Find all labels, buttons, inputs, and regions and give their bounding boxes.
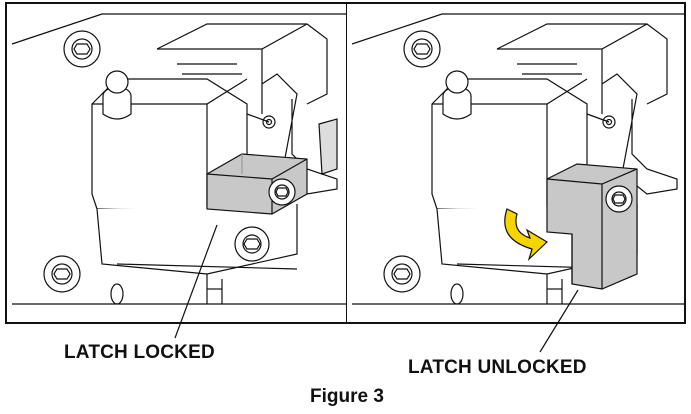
latch-block-unlocked (546, 163, 638, 290)
panel-latch-unlocked (347, 4, 684, 322)
label-latch-locked: LATCH LOCKED (64, 342, 215, 363)
figure-frame (5, 2, 686, 324)
panel-latch-locked (7, 4, 347, 322)
latch-unlocked-illustration (351, 13, 684, 305)
latch-block-locked (206, 153, 308, 215)
curved-rotation-arrow-icon (504, 208, 548, 261)
latch-locked-illustration (11, 13, 346, 305)
label-latch-unlocked: LATCH UNLOCKED (408, 357, 587, 378)
figure-caption: Figure 3 (310, 386, 384, 407)
